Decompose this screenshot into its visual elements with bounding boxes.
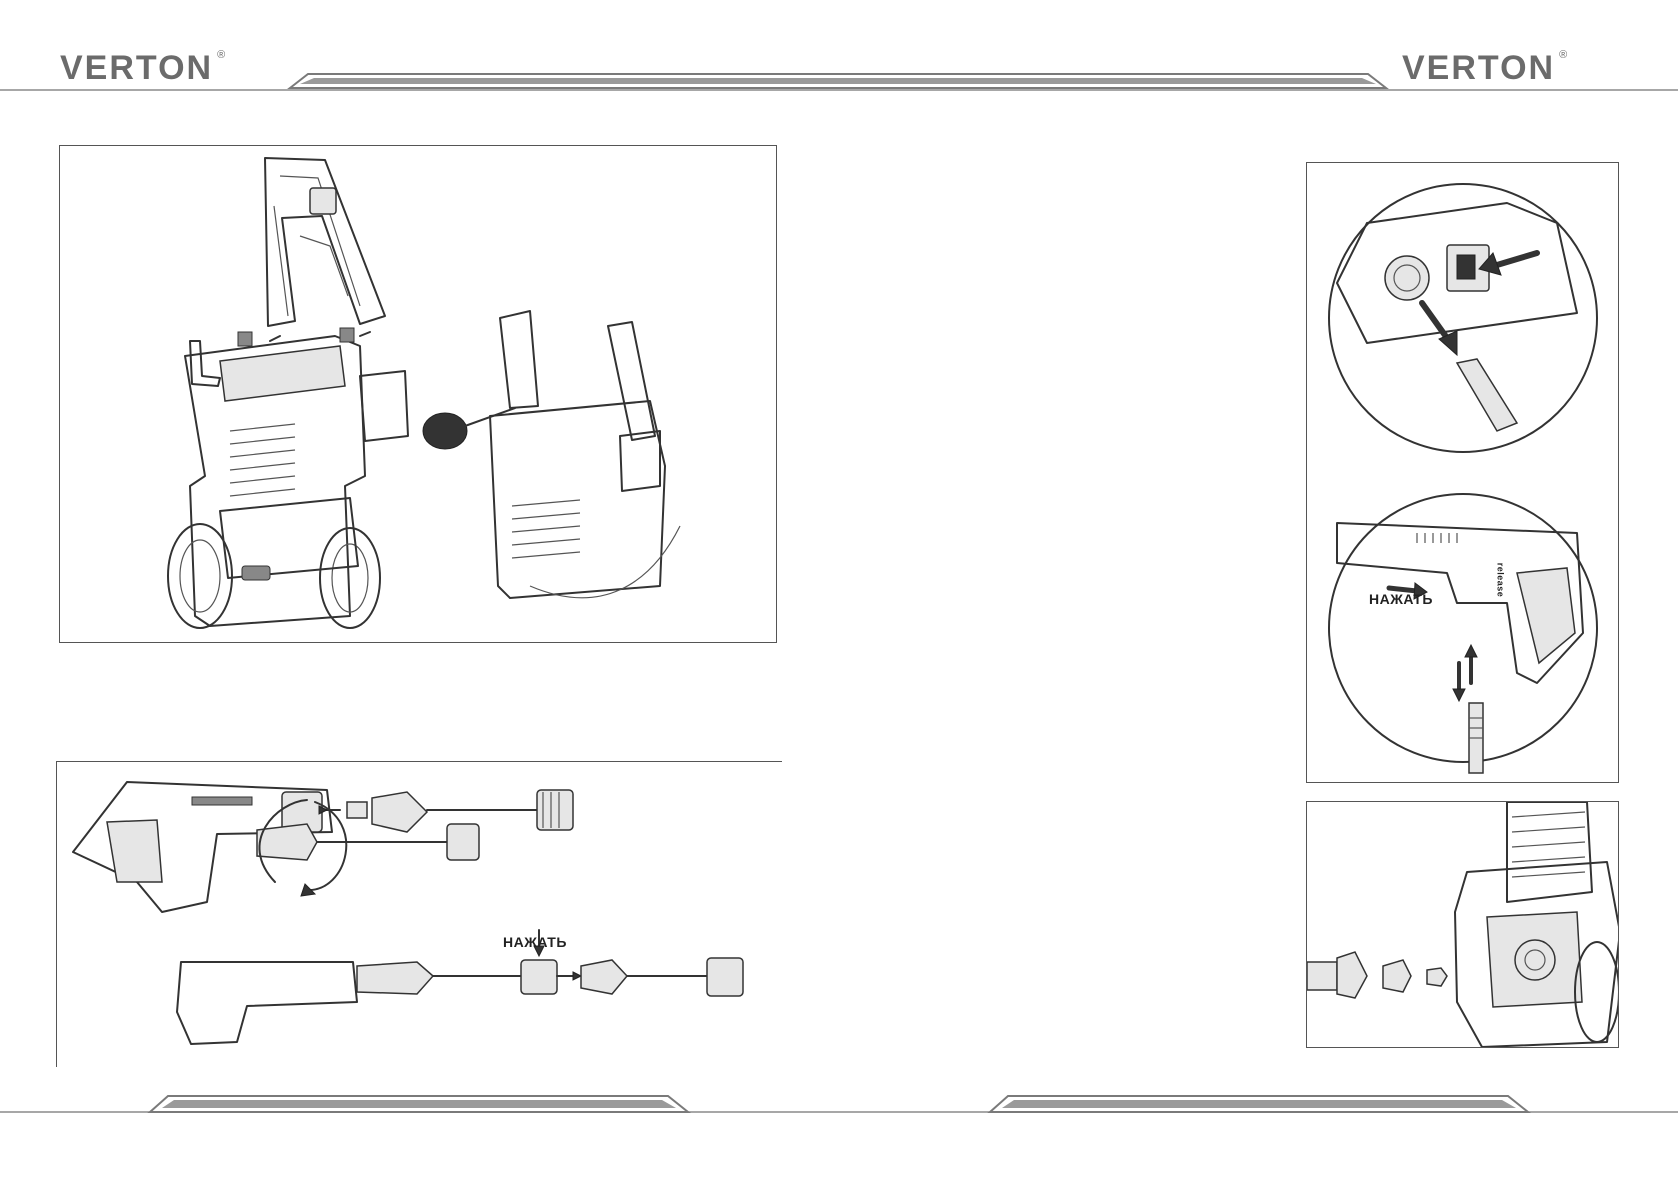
handle-assembly-illustration	[59, 145, 777, 643]
logo-text: VERTON	[60, 49, 213, 87]
hose-connection-drawing	[1307, 163, 1619, 783]
registered-mark: ®	[217, 49, 227, 61]
gun-assembly-drawing	[57, 762, 782, 1067]
release-label: release	[1495, 563, 1505, 598]
water-inlet-illustration	[1306, 801, 1619, 1048]
gun-lance-assembly-illustration: НАЖАТЬ	[56, 761, 782, 1067]
hose-connection-illustration: НАЖАТЬ release	[1306, 162, 1619, 783]
brand-logo-right: VERTON ®	[1402, 48, 1569, 88]
registered-mark: ®	[1559, 49, 1569, 61]
press-label-hose: НАЖАТЬ	[1369, 591, 1433, 607]
logo-text: VERTON	[1402, 49, 1555, 87]
brand-logo-left: VERTON ®	[60, 48, 227, 88]
washer-assembly-drawing	[60, 146, 777, 643]
press-label-gun: НАЖАТЬ	[503, 934, 567, 950]
inlet-connection-drawing	[1307, 802, 1619, 1048]
